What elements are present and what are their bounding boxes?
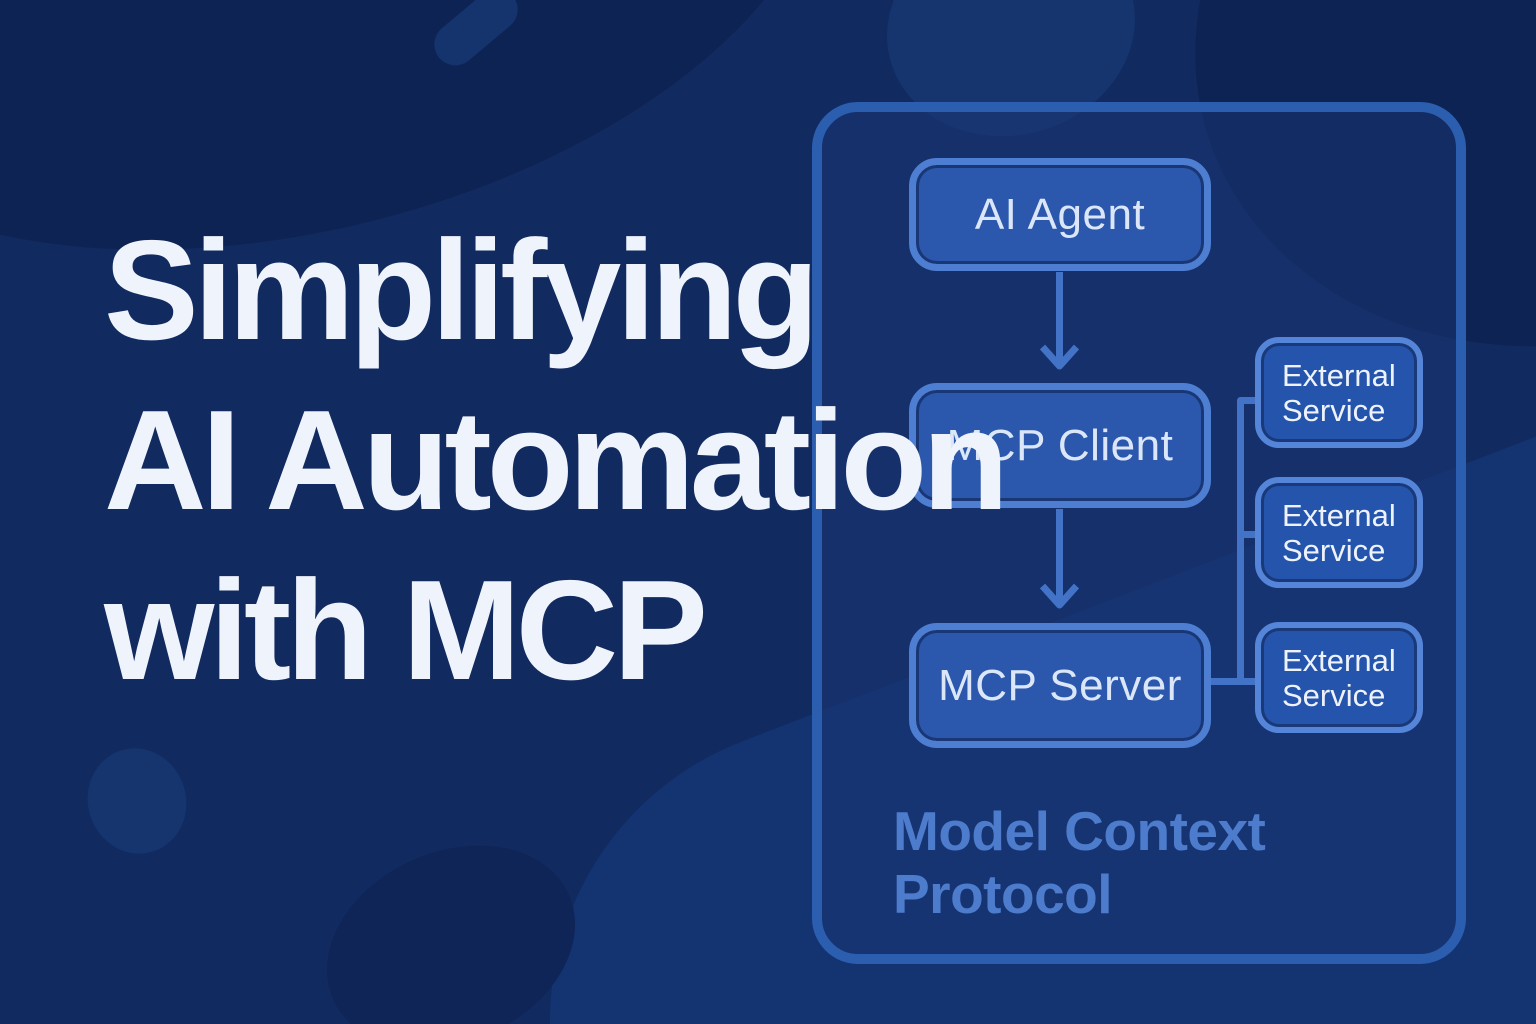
bg-streak-top xyxy=(425,0,527,74)
bg-blob-left xyxy=(74,735,200,867)
headline-line-1: Simplifying xyxy=(104,211,819,370)
external-service-1-label-line-2: Service xyxy=(1282,392,1386,428)
node-mcp-client-label: MCP Client xyxy=(946,420,1174,470)
external-service-3-label-line-1: External xyxy=(1282,642,1396,678)
node-ai-agent-label: AI Agent xyxy=(974,189,1146,239)
external-service-2-label-line-1: External xyxy=(1282,497,1396,533)
external-service-3-label-line-2: Service xyxy=(1282,677,1386,713)
node-mcp-client: MCP Client xyxy=(909,383,1211,508)
panel-caption-line-2: Protocol xyxy=(893,863,1113,925)
external-service-1-label-line-1: External xyxy=(1282,357,1396,393)
external-service-box-3: External Service xyxy=(1255,622,1423,733)
node-mcp-server: MCP Server xyxy=(909,623,1211,748)
bg-blob-bottom-left xyxy=(294,807,608,1024)
external-service-box-1: External Service xyxy=(1255,337,1423,448)
node-ai-agent: AI Agent xyxy=(909,158,1211,271)
headline-line-3: with MCP xyxy=(104,551,708,710)
headline: Simplifying AI Automation with MCP xyxy=(104,206,1009,716)
external-service-box-2: External Service xyxy=(1255,477,1423,588)
node-mcp-server-label: MCP Server xyxy=(938,660,1182,710)
panel-caption-line-1: Model Context xyxy=(893,800,1266,862)
headline-line-2: AI Automation xyxy=(104,381,1009,540)
external-service-2-label-line-2: Service xyxy=(1282,532,1386,568)
panel-caption: Model Context Protocol xyxy=(893,800,1266,926)
